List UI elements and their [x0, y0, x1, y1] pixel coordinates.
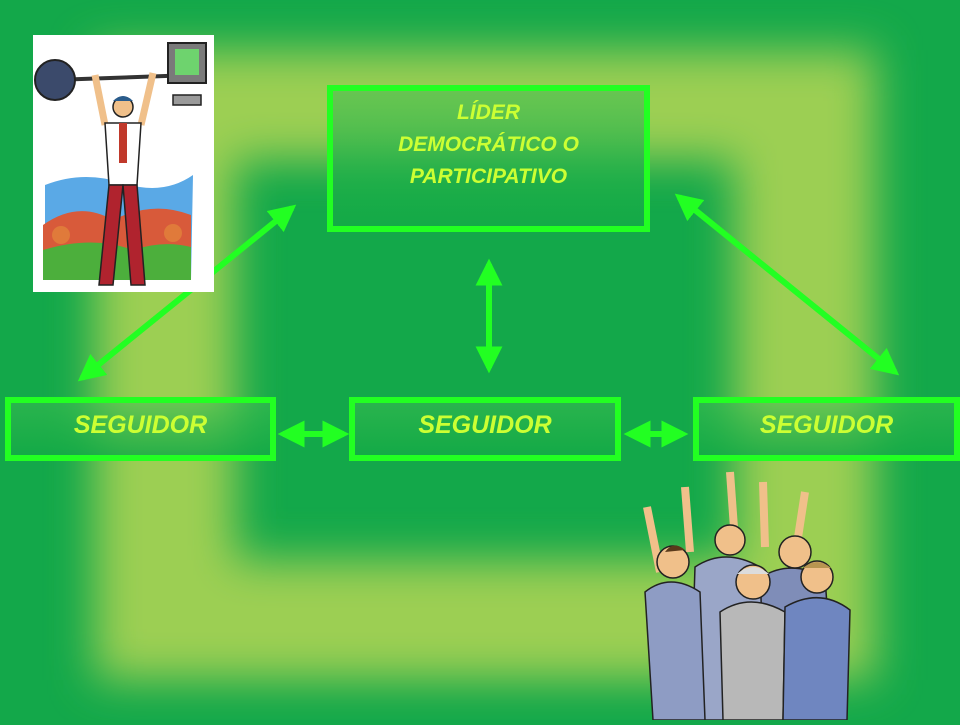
- follower-label-center: SEGUIDOR: [418, 411, 552, 439]
- follower-box-center: SEGUIDOR: [349, 397, 621, 461]
- leader-label: LÍDER DEMOCRÁTICO O PARTICIPATIVO: [398, 101, 579, 188]
- weightlifter-clipart: [33, 35, 214, 292]
- follower-box-right: SEGUIDOR: [693, 397, 960, 461]
- follower-label-left: SEGUIDOR: [73, 411, 208, 439]
- crowd-clipart: [635, 462, 875, 721]
- follower-label-right: SEGUIDOR: [759, 411, 894, 439]
- arrow-leader-right-follower: [674, 193, 900, 376]
- leader-box: LÍDER DEMOCRÁTICO O PARTICIPATIVO: [327, 85, 650, 232]
- follower-box-left: SEGUIDOR: [5, 397, 276, 461]
- arrow-leader-left-follower: [77, 204, 297, 382]
